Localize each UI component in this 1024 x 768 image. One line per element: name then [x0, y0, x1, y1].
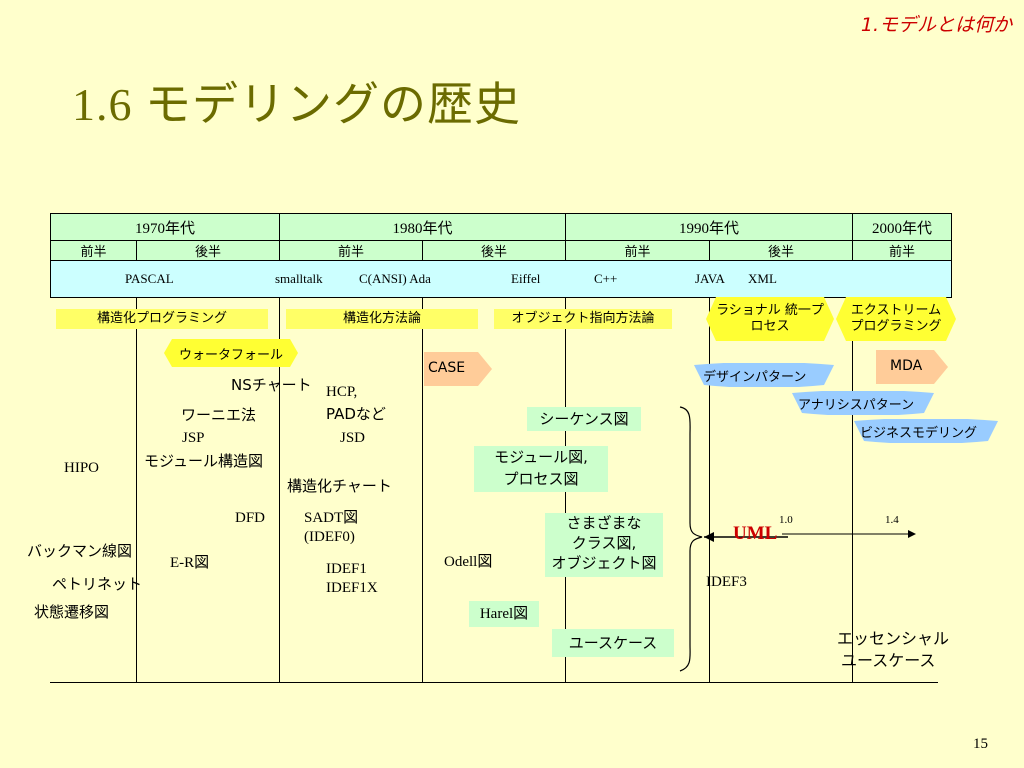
uml-version-1-4: 1.4 — [885, 514, 899, 526]
rup-hexagon — [706, 297, 834, 341]
module-process-box: モジュール図, プロセス図 — [474, 446, 608, 492]
page-number: 15 — [973, 736, 988, 752]
item-mda: MDA — [890, 358, 923, 374]
decade-2000: 2000年代 — [852, 213, 953, 241]
lang-pascal: PASCAL — [125, 271, 174, 286]
half-cell: 前半 — [852, 240, 953, 261]
item-sadt: SADT図 — [304, 510, 359, 526]
item-jsp: JSP — [182, 430, 205, 446]
class-diagram-box: さまざまな クラス図, オブジェクト図 — [545, 513, 663, 577]
analysis-pattern-ribbon — [792, 391, 934, 415]
lang-java: JAVA — [695, 271, 725, 286]
item-essential-line1: エッセンシャル — [837, 629, 950, 648]
item-design-pattern: デザインパターン — [703, 370, 807, 385]
mda-arrow — [876, 350, 948, 384]
item-idef0: (IDEF0) — [304, 529, 355, 545]
item-business-modeling: ビジネスモデリング — [860, 426, 978, 441]
category-xp: エクストリーム プログラミング — [850, 303, 942, 334]
half-cell: 前半 — [565, 240, 711, 261]
item-idef3: IDEF3 — [706, 574, 747, 590]
half-cell: 前半 — [50, 240, 137, 261]
item-analysis-pattern: アナリシスパターン — [798, 398, 915, 413]
unification-brace — [679, 406, 788, 672]
lang-c-ada: C(ANSI) Ada — [359, 271, 431, 286]
item-ns-chart: NSチャート — [231, 376, 312, 394]
category-structured-method: 構造化方法論 — [286, 309, 478, 329]
item-module-process-line1: モジュール図, — [494, 448, 588, 466]
lang-cpp: C++ — [594, 271, 618, 286]
item-dfd: DFD — [235, 510, 266, 526]
lang-xml: XML — [748, 271, 777, 286]
item-idef1x: IDEF1X — [326, 580, 378, 596]
decade-1970: 1970年代 — [49, 213, 281, 241]
design-pattern-ribbon — [694, 363, 834, 387]
item-class-line2: クラス図, — [571, 534, 637, 552]
lang-eiffel: Eiffel — [511, 271, 541, 286]
item-essential-line2: ユースケース — [841, 651, 936, 670]
item-module-process-line2: プロセス図 — [503, 470, 579, 488]
divider-line — [136, 297, 137, 683]
divider-line — [852, 297, 853, 683]
item-waterfall: ウォータフォール — [178, 347, 283, 363]
case-arrow — [424, 352, 492, 386]
item-warnier: ワーニエ法 — [181, 406, 257, 424]
divider-line — [422, 297, 423, 683]
xp-hexagon — [836, 297, 956, 341]
item-petri: ペトリネット — [52, 575, 143, 593]
item-module-structure: モジュール構造図 — [144, 452, 263, 470]
item-class-line3: オブジェクト図 — [551, 554, 657, 572]
item-pad: PADなど — [326, 405, 386, 423]
half-cell: 後半 — [135, 240, 281, 261]
item-structured-chart: 構造化チャート — [287, 477, 392, 495]
decade-1980: 1980年代 — [279, 213, 567, 241]
language-row: PASCAL smalltalk C(ANSI) Ada Eiffel C++ … — [49, 260, 953, 298]
decade-1990: 1990年代 — [565, 213, 854, 241]
half-cell: 前半 — [279, 240, 424, 261]
category-rup: ラショナル 統一プロセス — [716, 303, 824, 334]
divider-line — [279, 297, 280, 683]
item-case: CASE — [428, 360, 466, 376]
item-uml: UML — [733, 523, 778, 544]
item-bachman: バックマン線図 — [27, 542, 133, 560]
item-sequence: シーケンス図 — [527, 407, 641, 431]
waterfall-hexagon — [164, 339, 298, 367]
category-structured-programming: 構造化プログラミング — [56, 309, 268, 329]
item-idef1: IDEF1 — [326, 561, 367, 577]
item-odell: Odell図 — [444, 554, 493, 570]
half-cell: 後半 — [709, 240, 854, 261]
item-class-line1: さまざまな — [566, 514, 642, 532]
uml-version-arrow — [782, 530, 916, 538]
lang-smalltalk: smalltalk — [275, 271, 323, 286]
business-modeling-ribbon — [854, 419, 998, 443]
divider-line — [709, 297, 710, 683]
item-state-transition: 状態遷移図 — [34, 603, 110, 621]
item-harel: Harel図 — [469, 601, 539, 627]
uml-version-1-0: 1.0 — [779, 514, 793, 526]
item-hipo: HIPO — [64, 460, 100, 476]
half-cell: 後半 — [422, 240, 567, 261]
item-hcp: HCP, — [326, 384, 358, 400]
item-usecase: ユースケース — [552, 629, 674, 657]
item-jsd: JSD — [340, 430, 366, 446]
category-oo-method: オブジェクト指向方法論 — [494, 309, 672, 329]
chapter-title: 1.モデルとは何か — [860, 14, 1012, 36]
item-er: E-R図 — [170, 555, 210, 571]
timeline-table: 1970年代 1980年代 1990年代 2000年代 前半 後半 前半 後半 … — [49, 213, 953, 298]
slide-title: 1.6 モデリングの歴史 — [72, 79, 521, 130]
bottom-line — [50, 682, 938, 683]
